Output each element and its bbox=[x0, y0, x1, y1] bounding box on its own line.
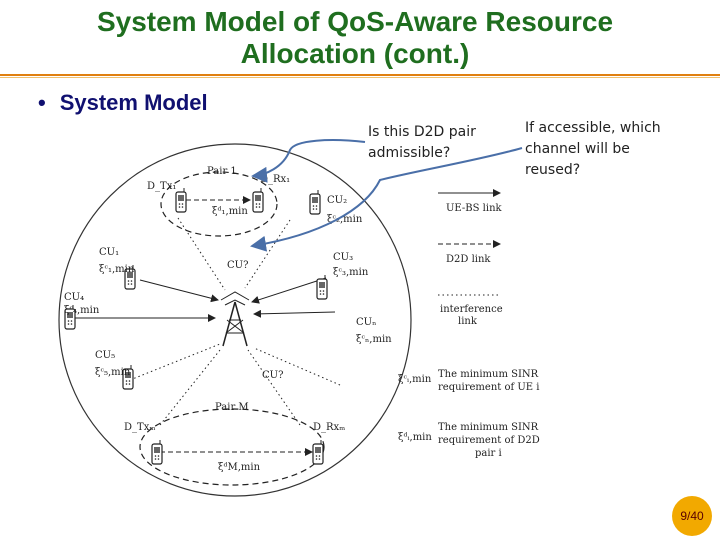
legend-ue-bs-text: UE-BS link bbox=[446, 203, 503, 214]
label-xi-c5: ξᶜ₅,min bbox=[95, 367, 131, 378]
bullet-system-model: • System Model bbox=[38, 90, 208, 116]
phone-drxm-icon bbox=[312, 439, 324, 465]
label-xi-c1: ξᶜ₁,min bbox=[99, 264, 135, 275]
callout-arrow-channel bbox=[250, 147, 523, 252]
legend-interference-text-1: interference bbox=[440, 304, 503, 315]
label-xi-dm: ξᵈM,min bbox=[218, 462, 261, 473]
label-xi-cn: ξᶜₙ,min bbox=[356, 334, 392, 345]
phone-dtx1-icon bbox=[175, 187, 187, 213]
base-station-icon bbox=[220, 291, 250, 347]
label-cu5: CU₅ bbox=[95, 350, 115, 361]
link-cun-bs bbox=[253, 309, 336, 318]
label-xi-c3: ξᶜ₃,min bbox=[333, 267, 369, 278]
legend-sinr-d2d-1: The minimum SINR bbox=[438, 422, 539, 433]
label-cun: CUₙ bbox=[356, 317, 376, 328]
bullet-text: System Model bbox=[59, 90, 208, 115]
legend-sinr-ue-1: The minimum SINR bbox=[438, 369, 539, 380]
phone-dtxm-icon bbox=[151, 439, 163, 465]
title-line-1: System Model of QoS-Aware Resource bbox=[96, 6, 614, 37]
label-cu4: CU₄ bbox=[64, 292, 84, 303]
pairM-ellipse bbox=[139, 408, 325, 486]
legend-sinr-d2d-2: requirement of D2D bbox=[438, 435, 540, 446]
label-drx1: D_Rx₁ bbox=[260, 174, 290, 185]
interference-4 bbox=[159, 349, 221, 426]
title-rule bbox=[0, 74, 720, 76]
page-number-badge: 9/40 bbox=[672, 496, 712, 536]
phone-drx1-icon bbox=[252, 187, 264, 213]
legend-sinr-ue-2: requirement of UE i bbox=[438, 382, 539, 393]
bullet-dot: • bbox=[38, 90, 46, 115]
callout-arrow-admissible bbox=[251, 139, 366, 183]
title-line-2: Allocation (cont.) bbox=[240, 38, 470, 69]
note-admissible: Is this D2D pair admissible? bbox=[368, 124, 476, 161]
label-dtxm: D_Txₘ bbox=[124, 422, 155, 433]
phone-cun-icon bbox=[316, 274, 328, 300]
label-xi-d1: ξᵈ₁,min bbox=[212, 206, 248, 217]
label-xi-c4: ξᶜ₄,min bbox=[64, 305, 100, 316]
link-cu2-bs bbox=[251, 277, 327, 304]
title-rule-thin bbox=[0, 77, 720, 78]
label-cu2: CU₂ bbox=[327, 195, 347, 206]
legend-interference-text-2: link bbox=[458, 316, 478, 327]
note-channel-reuse: If accessible, which channel will be reu… bbox=[525, 120, 661, 178]
legend-xi-c: ξᶜᵢ,min bbox=[398, 374, 432, 385]
interference-2 bbox=[244, 219, 291, 289]
label-pair1: Pair 1 bbox=[207, 166, 237, 177]
label-drxm: D_Rxₘ bbox=[313, 422, 345, 433]
label-pairM: Pair M bbox=[215, 402, 249, 413]
label-cu-q1: CU? bbox=[227, 260, 248, 271]
diagram-legend: UE-BS link D2D link interference link ξᶜ… bbox=[398, 189, 540, 459]
slide-title: System Model of QoS-Aware Resource Alloc… bbox=[0, 6, 710, 70]
label-cu1: CU₁ bbox=[99, 247, 119, 258]
label-xi-c2: ξᶜ₂,min bbox=[327, 214, 363, 225]
legend-d2d-text: D2D link bbox=[446, 254, 491, 265]
legend-xi-d: ξᵈᵢ,min bbox=[398, 432, 432, 443]
link-cu1-bs bbox=[139, 279, 219, 303]
label-dtx1: D_Tx₁ bbox=[147, 181, 176, 192]
label-cu-q2: CU? bbox=[262, 370, 283, 381]
interference-1 bbox=[177, 217, 226, 291]
interference-3 bbox=[129, 343, 221, 381]
phone-cu2-icon bbox=[309, 189, 321, 215]
label-cu3: CU₃ bbox=[333, 252, 353, 263]
cell-boundary bbox=[58, 143, 412, 497]
interference-5 bbox=[247, 349, 301, 426]
legend-sinr-d2d-3: pair i bbox=[475, 448, 502, 459]
pair1-ellipse bbox=[160, 171, 278, 237]
